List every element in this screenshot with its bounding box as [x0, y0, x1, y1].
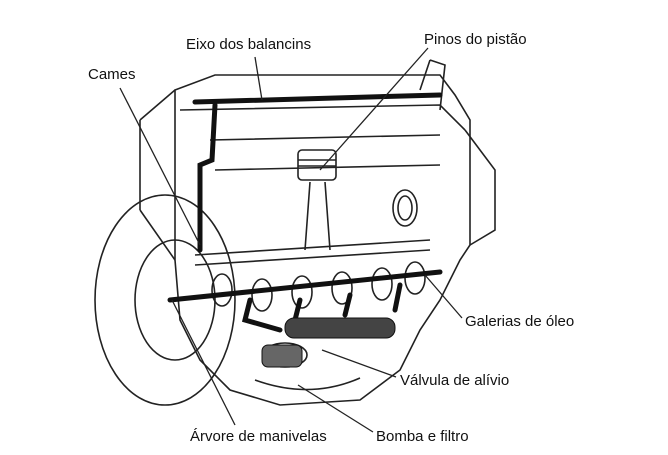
leader-lines [119, 47, 463, 433]
engine-block-outline [94, 59, 496, 406]
label-oil-galleries: Galerias de óleo [465, 313, 575, 330]
rocker-shaft [192, 92, 443, 105]
label-pump-filter: Bomba e filtro [376, 428, 469, 445]
label-piston-pins: Pinos do pistão [424, 31, 527, 48]
label-rocker-shaft: Eixo dos balancins [186, 36, 312, 53]
oil-pump [261, 344, 303, 368]
oil-galleries [167, 92, 443, 333]
piston [297, 149, 337, 181]
label-crankshaft: Árvore de manivelas [190, 428, 327, 445]
label-cams: Cames [88, 66, 136, 83]
label-relief-valve: Válvula de alívio [400, 372, 510, 389]
flywheel [94, 194, 236, 406]
oil-filter [284, 317, 396, 339]
